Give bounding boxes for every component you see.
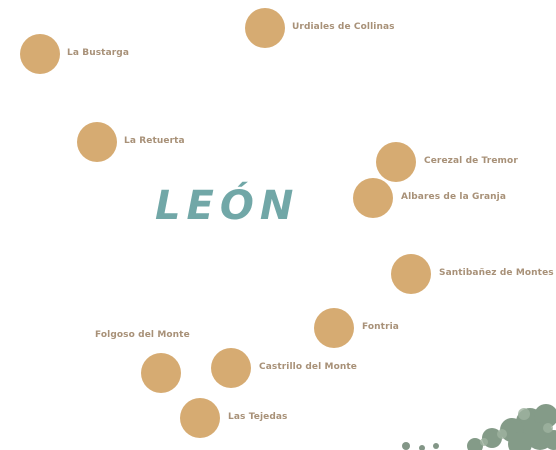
place-marker-santibanez-de-montes[interactable] (391, 254, 431, 294)
place-marker-fontria[interactable] (314, 308, 354, 348)
place-label-cerezal-de-tremor[interactable]: Cerezal de Tremor (424, 156, 518, 166)
place-marker-urdiales-de-collinas[interactable] (245, 8, 285, 48)
place-label-la-retuerta[interactable]: La Retuerta (124, 136, 185, 146)
place-label-urdiales-de-collinas[interactable]: Urdiales de Collinas (292, 22, 395, 32)
place-label-fontria[interactable]: Fontria (362, 322, 399, 332)
place-label-albares-de-la-granja[interactable]: Albares de la Granja (401, 192, 507, 202)
place-label-la-bustarga[interactable]: La Bustarga (67, 48, 129, 58)
place-marker-la-retuerta[interactable] (77, 122, 117, 162)
place-marker-las-tejedas[interactable] (180, 398, 220, 438)
place-marker-castrillo-del-monte[interactable] (211, 348, 251, 388)
place-marker-la-bustarga[interactable] (20, 34, 60, 74)
place-label-santibanez-de-montes[interactable]: Santibañez de Montes (439, 268, 554, 278)
place-marker-albares-de-la-granja[interactable] (353, 178, 393, 218)
place-label-castrillo-del-monte[interactable]: Castrillo del Monte (259, 362, 357, 372)
region-name: LEÓN (155, 183, 300, 229)
place-marker-cerezal-de-tremor[interactable] (376, 142, 416, 182)
place-label-folgoso-del-monte[interactable]: Folgoso del Monte (95, 330, 190, 340)
tree-illustration (402, 404, 556, 450)
place-marker-folgoso-del-monte[interactable] (141, 353, 181, 393)
place-label-las-tejedas[interactable]: Las Tejedas (228, 412, 288, 422)
